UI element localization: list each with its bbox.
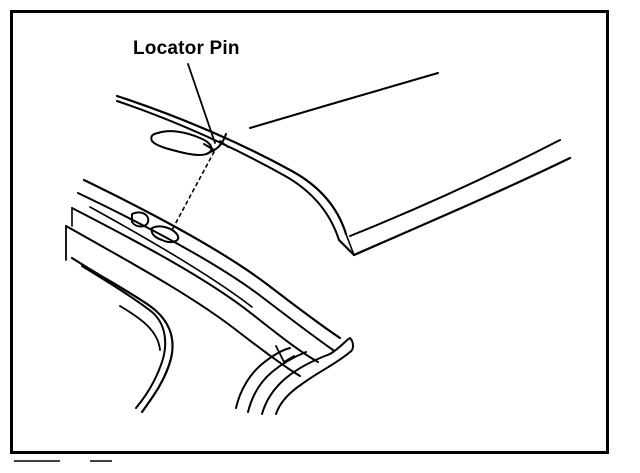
figure-border	[10, 10, 609, 454]
body-frame	[65, 178, 354, 415]
callout-leader-line	[187, 63, 216, 144]
locator-pin	[150, 130, 229, 156]
roof-panel	[115, 72, 572, 257]
alignment-dashed-line	[171, 151, 215, 231]
locator-pin-label: Locator Pin	[133, 38, 240, 59]
